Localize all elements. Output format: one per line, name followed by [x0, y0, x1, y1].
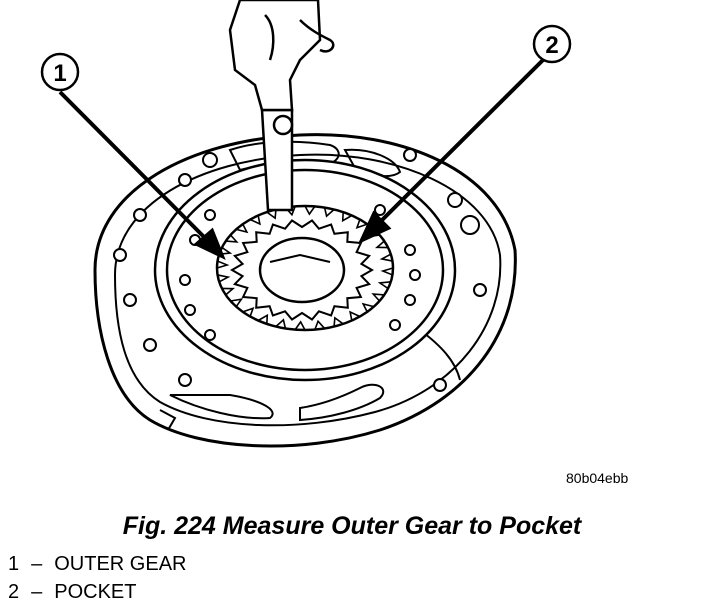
ring-bolt-holes: [179, 204, 421, 341]
outer-gear-tooth: [242, 306, 255, 317]
legend-label: POCKET: [54, 581, 137, 603]
outer-gear-tooth: [355, 219, 368, 230]
body-bolt-holes: [113, 148, 487, 392]
callout-1-number: 1: [53, 60, 66, 87]
legend-number: 1: [8, 553, 20, 575]
inner-gear: [229, 219, 375, 321]
legend-dash: –: [31, 553, 43, 575]
outer-gear-tooth: [236, 223, 249, 234]
legend-item-2: 2–POCKET: [8, 581, 137, 604]
outer-gear-tooth: [374, 240, 389, 249]
outer-gear-tooth: [304, 205, 316, 216]
outer-gear-tooth: [380, 267, 394, 276]
outer-gear-tooth: [257, 313, 269, 324]
outer-gear-tooth: [314, 319, 326, 330]
outer-gear-tooth: [216, 260, 230, 269]
outer-gear-tooth: [371, 293, 385, 302]
legend-dash: –: [31, 581, 43, 603]
outer-gear-tooth: [217, 274, 231, 283]
image-code: 80b04ebb: [566, 470, 629, 486]
callout-arrows: [58, 58, 545, 261]
figure-caption: Fig. 224 Measure Outer Gear to Pocket: [122, 512, 582, 540]
outer-gear-tooth: [377, 281, 391, 290]
legend-number: 2: [8, 581, 20, 603]
callout-2: 2: [532, 24, 572, 64]
legend-label: OUTER GEAR: [54, 553, 187, 575]
outer-gear-tooth: [225, 234, 239, 243]
outer-gear-tooth: [294, 320, 306, 331]
outer-gear-tooth: [266, 209, 277, 220]
outer-gear-tooth: [341, 212, 353, 223]
outer-gear-tooth: [379, 253, 393, 262]
callout-2-number: 2: [545, 32, 558, 59]
outer-gear-tooth: [221, 287, 236, 296]
outer-gear-tooth: [249, 215, 261, 226]
outer-gear-tooth: [349, 310, 361, 321]
outer-gear-tooth: [323, 207, 335, 218]
outer-gear-tooth: [275, 318, 287, 329]
callout-1: 1: [40, 52, 80, 92]
feeler-gauge: [228, 0, 335, 212]
outer-gear-tooth: [230, 298, 244, 308]
legend-item-1: 1–OUTER GEAR: [8, 553, 187, 576]
pump-diagram: 1 2: [40, 0, 572, 448]
outer-gear-tooth: [333, 316, 344, 327]
outer-gear-tooth: [361, 302, 374, 313]
